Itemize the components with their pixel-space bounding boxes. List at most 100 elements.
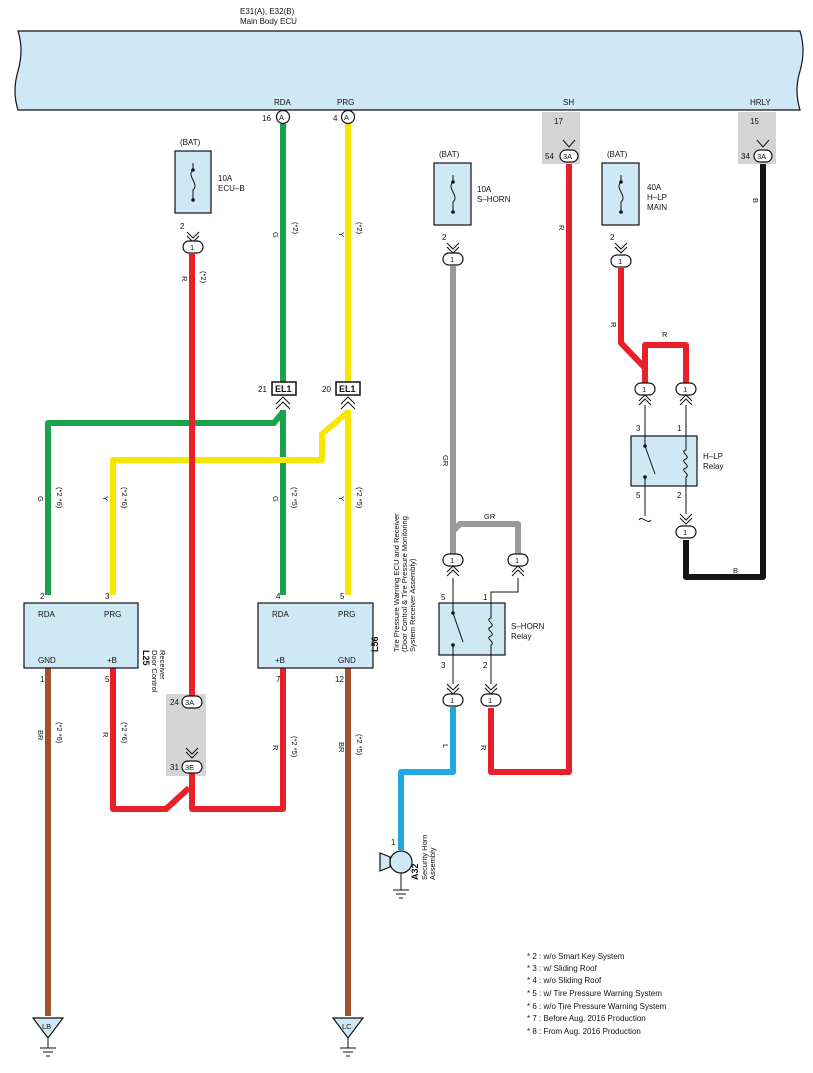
label-y-l25: Y — [101, 496, 110, 501]
l56-gnd: GND — [338, 656, 356, 665]
hrly-arrow — [756, 139, 770, 148]
label-br-l25: BR — [36, 730, 45, 741]
fuse-ecub-amp: 10A — [218, 174, 233, 183]
shorn-relay-p5: 5 — [441, 593, 446, 602]
fuse-shorn-pin: 2 — [442, 233, 447, 242]
label-l: L — [441, 744, 450, 748]
hlp-relay-conn-2-label: 1 — [683, 528, 687, 537]
l56-rda: RDA — [272, 610, 290, 619]
label-b-bottom: B — [733, 566, 738, 575]
ecu-pin-hrly: HRLY — [750, 98, 771, 107]
horn-code: A32 — [410, 863, 420, 880]
shorn-relay-conn-1 — [507, 553, 529, 567]
legend-item: * 5 : w/ Tire Pressure Warning System — [527, 989, 662, 998]
label-g-l56: G — [271, 496, 280, 502]
label-r-hlp-bridge: R — [662, 330, 668, 339]
ecu-name: Main Body ECU — [240, 17, 297, 26]
label-n25-y: (*2 *5) — [355, 487, 364, 509]
shorn-relay-conn-2-label: 1 — [488, 696, 492, 705]
ecu-sh-num2: 54 — [545, 152, 554, 161]
label-y-top: Y — [337, 232, 346, 237]
l25-box — [23, 602, 139, 669]
fuse-hlp-box — [601, 162, 640, 226]
fuse-shorn-arrow — [446, 242, 460, 254]
fuse-shorn-src: (BAT) — [439, 150, 460, 159]
hlp-relay-p2: 2 — [677, 491, 682, 500]
wire-gray-branch — [450, 521, 521, 554]
el1-g-pin: 21 — [258, 385, 267, 394]
ecu-hrly-num2: 34 — [741, 152, 750, 161]
fuse-ecub-pin: 2 — [180, 222, 185, 231]
wire-red-hlp-bridge — [642, 342, 689, 383]
horn-ground-icon — [393, 889, 409, 899]
shorn-relay-box — [438, 602, 506, 656]
l56-name1: Tire Pressure Warning ECU and Receiver — [392, 513, 401, 652]
shorn-relay-arrow-1 — [511, 565, 525, 577]
wire-blue-horn — [398, 707, 456, 850]
label-r-ecub: R — [180, 276, 189, 282]
wire-red-sh — [488, 164, 572, 775]
wire-red-l56-b — [189, 668, 286, 812]
legend-item: * 8 : From Aug. 2016 Production — [527, 1027, 641, 1036]
el1-g-connector — [271, 381, 297, 396]
fuse-ecub-box — [174, 150, 212, 214]
fuse-hlp-connector — [610, 254, 632, 268]
junction-arrow — [185, 747, 199, 759]
legend-item: * 2 : w/o Smart Key System — [527, 952, 625, 961]
fuse-ecub-conn: 1 — [190, 243, 194, 252]
ecu-hrly-connector — [753, 149, 773, 163]
ecu-prg-connector — [340, 109, 356, 125]
shorn-relay-p1: 1 — [483, 593, 488, 602]
junction-top-num: 24 — [170, 698, 179, 707]
label-r-sh: R — [557, 225, 566, 231]
l56-code: L56 — [370, 636, 380, 652]
fuse-hlp-arrow — [614, 242, 628, 254]
l25-gnd: GND — [38, 656, 56, 665]
ecu-rda-conn: A — [279, 113, 284, 122]
junction-top-conn: 3A — [185, 698, 194, 707]
horn-name1: Security Horn — [420, 835, 429, 880]
ecu-pin-prg: PRG — [337, 98, 354, 107]
label-n26-y: (*2 *6) — [120, 487, 129, 509]
label-g-top: G — [271, 232, 280, 238]
shorn-relay-lead — [490, 578, 519, 603]
l56-pin-rda: 4 — [276, 592, 281, 601]
fuse-ecub-name: ECU–B — [218, 184, 245, 193]
shorn-relay-p2: 2 — [483, 661, 488, 670]
hlp-relay-conn-1-label: 1 — [683, 385, 687, 394]
l56-pin-prg: 5 — [340, 592, 345, 601]
ecu-hrly-conn: 3A — [757, 152, 766, 161]
l25-rda: RDA — [38, 610, 56, 619]
el1-y-arrow — [340, 396, 356, 410]
shorn-relay-name2: Relay — [511, 632, 531, 641]
fuse-shorn-box — [433, 162, 472, 226]
label-r-l56: R — [271, 745, 280, 751]
hlp-relay-coil — [683, 436, 688, 486]
hlp-relay-name1: H–LP — [703, 452, 723, 461]
l56-name2: (Door Control & Tire Pressure Monitoring — [400, 516, 409, 652]
l25-pin-prg: 3 — [105, 592, 110, 601]
fuse-shorn-connector — [442, 252, 464, 266]
shorn-relay-arrow-3 — [446, 683, 460, 695]
horn-bell — [379, 852, 391, 872]
ecu-pin-sh: SH — [563, 98, 574, 107]
hlp-relay-p3: 3 — [636, 424, 641, 433]
fuse-hlp-conn: 1 — [618, 257, 622, 266]
ground-lc-label: LC — [342, 1022, 352, 1031]
ecu-sh-num1: 17 — [554, 117, 563, 126]
l25-code: L25 — [141, 650, 151, 666]
l56-prg: PRG — [338, 610, 355, 619]
legend-item: * 7 : Before Aug. 2016 Production — [527, 1014, 646, 1023]
hlp-relay-arrow-3 — [638, 394, 652, 406]
label-n26-r: (*2 *6) — [120, 722, 129, 744]
fuse-hlp-pin: 2 — [610, 233, 615, 242]
label-n26-br: (*2 *6) — [55, 722, 64, 744]
fuse-shorn-conn: 1 — [450, 255, 454, 264]
wire-black-hrly — [683, 164, 766, 580]
l25-name1: Door Control — [150, 650, 159, 693]
horn-pin: 1 — [391, 838, 396, 847]
shorn-relay-arrow-2 — [484, 683, 498, 695]
fuse-shorn-amp: 10A — [477, 185, 492, 194]
shorn-relay-conn-3 — [442, 693, 464, 707]
ecu-sh-conn: 3A — [563, 152, 572, 161]
